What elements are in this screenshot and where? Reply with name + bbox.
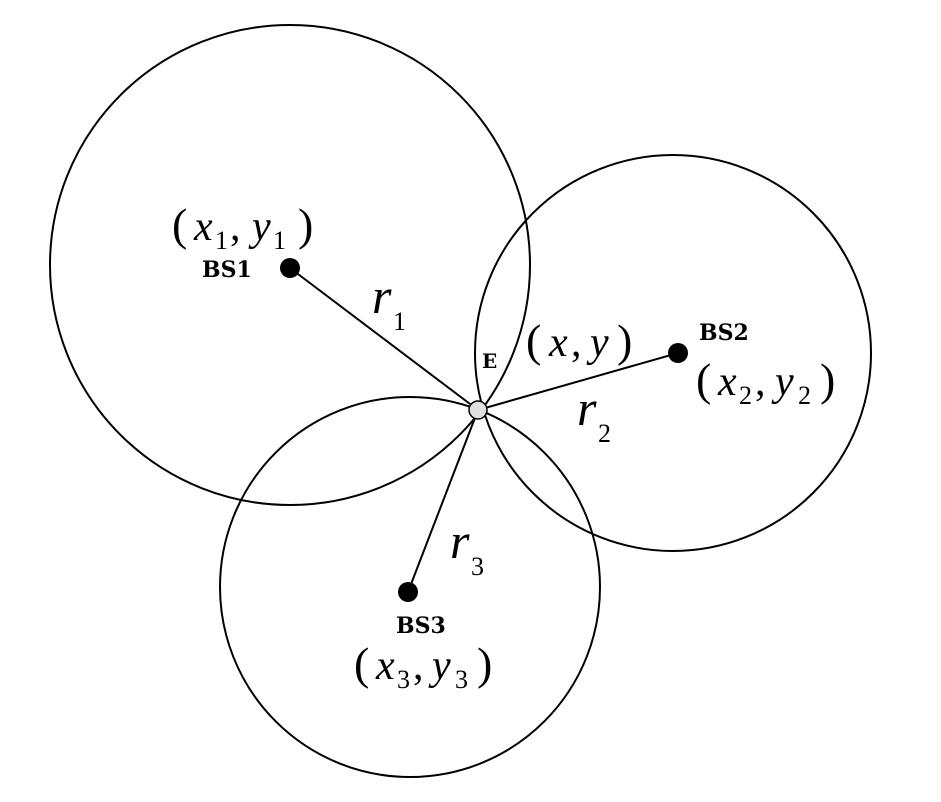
bs1-label: BS1 <box>202 257 252 283</box>
svg-text:3: 3 <box>455 665 468 694</box>
svg-text:y: y <box>248 204 271 250</box>
radius-line-r3 <box>407 409 479 593</box>
bs1-point <box>280 258 300 278</box>
svg-text:1: 1 <box>273 226 286 255</box>
svg-text:): ) <box>617 315 632 366</box>
bs1-coordinates: ( x 1 , y 1 ) <box>172 199 313 255</box>
svg-text:): ) <box>477 638 492 689</box>
svg-text:3: 3 <box>397 665 410 694</box>
svg-text:(: ( <box>526 315 541 366</box>
svg-text:): ) <box>820 354 835 405</box>
svg-text:x: x <box>548 320 568 366</box>
radius-label-r3: r 3 <box>450 513 484 581</box>
svg-text:y: y <box>771 359 794 405</box>
svg-text:1: 1 <box>393 307 406 336</box>
radius-label-r1: r 1 <box>372 268 406 336</box>
svg-text:2: 2 <box>598 419 611 448</box>
svg-text:2: 2 <box>798 381 811 410</box>
radius-line-r2 <box>477 352 679 411</box>
svg-text:): ) <box>298 199 313 250</box>
target-coordinates: ( x , y ) <box>526 315 632 366</box>
circle-bs1 <box>49 24 531 506</box>
svg-text:y: y <box>586 320 609 366</box>
circle-bs3 <box>219 396 601 778</box>
bs3-label: BS3 <box>396 613 446 639</box>
circle-bs2 <box>474 154 872 552</box>
bs2-coordinates: ( x 2 , y 2 ) <box>696 354 835 410</box>
bs3-coordinates: ( x 3 , y 3 ) <box>354 638 492 694</box>
radius-line-r1 <box>289 267 479 411</box>
svg-text:,: , <box>413 643 424 689</box>
svg-text:y: y <box>428 643 451 689</box>
svg-text:r: r <box>372 268 392 324</box>
svg-text:x: x <box>375 643 395 689</box>
svg-text:1: 1 <box>215 226 228 255</box>
svg-text:(: ( <box>696 354 711 405</box>
svg-text:(: ( <box>354 638 369 689</box>
svg-text:x: x <box>193 204 213 250</box>
svg-text:x: x <box>717 359 737 405</box>
svg-text:3: 3 <box>471 552 484 581</box>
target-point-e <box>468 400 488 420</box>
svg-text:,: , <box>755 359 766 405</box>
bs3-point <box>398 582 418 602</box>
svg-text:,: , <box>230 204 241 250</box>
svg-text:r: r <box>577 380 597 436</box>
svg-text:,: , <box>571 320 582 366</box>
svg-text:r: r <box>450 513 470 569</box>
svg-text:(: ( <box>172 199 187 250</box>
radius-label-r2: r 2 <box>577 380 611 448</box>
target-label-e: E <box>482 349 497 373</box>
svg-text:2: 2 <box>739 381 752 410</box>
bs2-label: BS2 <box>699 320 749 346</box>
bs2-point <box>668 343 688 363</box>
